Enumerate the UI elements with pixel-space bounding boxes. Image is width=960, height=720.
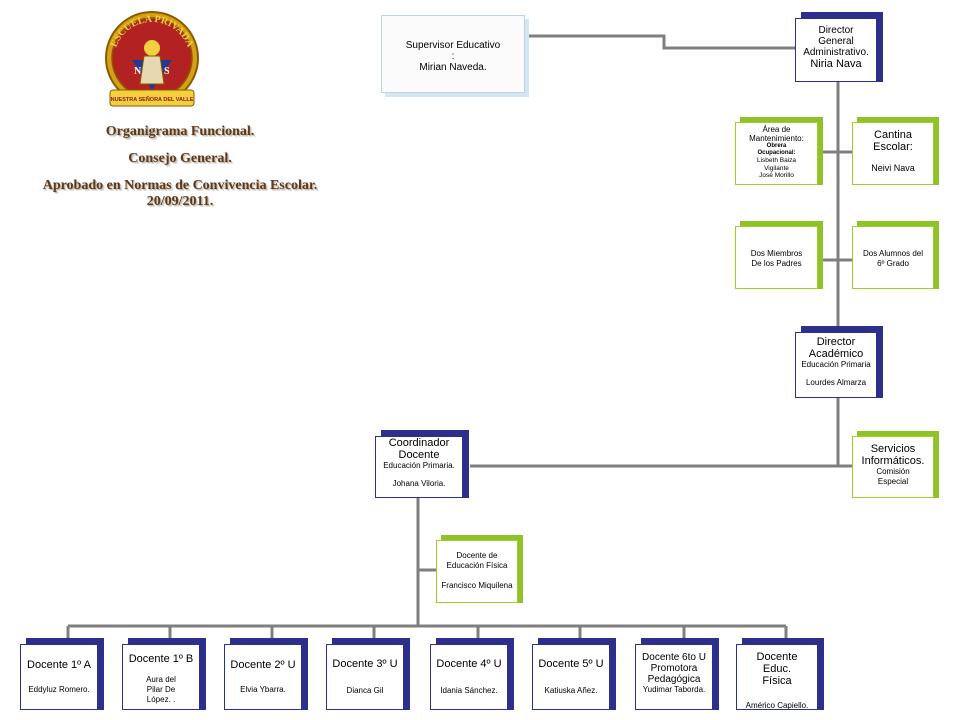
mantenimiento-title1: Área de <box>762 125 791 134</box>
docente-title: Docente 1º B <box>128 653 194 665</box>
director-academico-title1: Director <box>816 336 856 348</box>
docente-drops <box>66 626 788 638</box>
director-general-l2: General <box>818 36 854 47</box>
docente-title: Docente 5º U <box>538 658 604 670</box>
padres-l1: Dos Miembros <box>750 249 803 258</box>
servicios-title1: Servicios <box>870 443 916 455</box>
alumnos-l2: 6º Grado <box>877 259 909 268</box>
docente-name: Américo Capiello. <box>745 701 809 710</box>
docente-title: Docente 4º U <box>436 658 502 670</box>
supervisor-connector <box>526 34 795 50</box>
coordinador-title1: Coordinador <box>388 437 450 449</box>
servicios-sub1: Comisión <box>876 467 910 476</box>
docente-title: Docente 6to U Promotora Pedagógica <box>642 652 706 685</box>
academico-connector <box>470 398 840 468</box>
docente-box: Docente 4º U Idania Sánchez. <box>430 644 508 710</box>
caption-aprobado: Aprobado en Normas de Convivencia Escola… <box>42 178 318 193</box>
servicios-sub2: Especial <box>877 477 909 486</box>
alumnos-l1: Dos Alumnos del <box>862 249 924 258</box>
supervisor-box: Supervisor Educativo : Mirian Naveda. <box>381 15 525 93</box>
educ-fisica-box: Docente de Educación Física Francisco Mi… <box>436 540 518 603</box>
docente-box: Docente Educ. Física Américo Capiello. <box>736 644 818 710</box>
docente-title: Docente Educ. Física <box>756 651 798 687</box>
servicios-title2: Informáticos. <box>861 455 925 467</box>
director-general-l3: Administrativo. <box>803 47 869 58</box>
padres-box: Dos Miembros De los Padres <box>735 226 818 289</box>
educ-fisica-l2: Educación Física <box>446 561 508 570</box>
cantina-title1: Cantina <box>874 129 912 141</box>
mantenimiento-l1: Obrera <box>766 143 787 149</box>
docente-name: Dianca Gil <box>346 686 384 695</box>
school-logo: ESCUELA PRIVADA N S NUESTRA SEÑORA DEL V… <box>105 11 199 107</box>
supervisor-colon: : <box>451 51 455 62</box>
coordinador-name: Johana Viloria. <box>392 479 446 488</box>
docente-box: Docente 5º U Katiuska Añez. <box>532 644 610 710</box>
director-general-l1: Director <box>818 25 854 36</box>
alumnos-box: Dos Alumnos del 6º Grado <box>852 226 934 289</box>
mantenimiento-l5: José Morillo <box>759 172 794 179</box>
supervisor-name: Mirian Naveda. <box>419 62 487 73</box>
logo-letter-n: N <box>134 66 142 77</box>
director-academico-sub: Educación Primaria <box>801 360 871 369</box>
coordinador-box: Coordinador Docente Educación Primaria. … <box>375 436 463 498</box>
docente-name: Eddyluz Romero. <box>28 685 90 694</box>
docente-name: Aura del Pilar De López. . <box>146 675 176 704</box>
docente-title: Docente 1º A <box>27 659 91 671</box>
docente-title: Docente 3º U <box>332 658 398 670</box>
cantina-box: Cantina Escolar: Neivi Nava <box>852 122 934 185</box>
padres-l2: De los Padres <box>751 259 802 268</box>
educ-fisica-name: Francisco Miquilena <box>441 581 513 590</box>
mantenimiento-box: Área de Mantenimiento: Obrera Ocupaciona… <box>735 122 818 185</box>
mantenimiento-title2: Mantenimiento: <box>749 134 804 143</box>
cantina-title2: Escolar: <box>873 141 913 153</box>
docente-name: Elvia Ybarra. <box>240 685 286 694</box>
docente-box: Docente 1º A Eddyluz Romero. <box>20 644 98 710</box>
mantenimiento-l3: Lisbeth Baiza <box>756 157 797 164</box>
educ-fisica-l1: Docente de <box>456 551 498 560</box>
docente-box: Docente 6to U Promotora Pedagógica Yudim… <box>635 644 713 710</box>
docente-box: Docente 1º B Aura del Pilar De López. . <box>122 644 200 710</box>
director-general-box: Director General Administrativo. Niria N… <box>795 18 877 82</box>
docente-name: Yudimar Taborda. <box>642 685 706 694</box>
director-academico-title2: Académico <box>808 348 864 360</box>
supervisor-title: Supervisor Educativo <box>405 40 501 51</box>
mantenimiento-l2: Ocupacional: <box>757 150 796 156</box>
servicios-box: Servicios Informáticos. Comisión Especia… <box>852 436 934 498</box>
caption-organigrama: Organigrama Funcional. <box>105 124 255 139</box>
docente-box: Docente 2º U Elvia Ybarra. <box>224 644 302 710</box>
director-academico-name: Lourdes Almarza <box>805 378 867 387</box>
docente-box: Docente 3º U Dianca Gil <box>326 644 404 710</box>
director-general-name: Niria Nava <box>810 58 862 70</box>
logo-banner-text: NUESTRA SEÑORA DEL VALLE <box>111 96 194 103</box>
caption-consejo: Consejo General. <box>128 151 232 166</box>
director-academico-box: Director Académico Educación Primaria Lo… <box>795 332 877 398</box>
coordinador-title2: Docente <box>398 449 440 461</box>
docente-title: Docente 2º U <box>230 659 296 671</box>
caption-fecha: 20/09/2011. <box>146 194 214 209</box>
logo-letter-s: S <box>164 66 170 77</box>
cantina-name: Neivi Nava <box>871 163 915 173</box>
docente-name: Katiuska Añez. <box>544 686 598 695</box>
docente-name: Idania Sánchez. <box>440 686 498 695</box>
coordinador-sub: Educación Primaria. <box>383 461 455 470</box>
mantenimiento-l4: Vigilante <box>764 164 789 172</box>
